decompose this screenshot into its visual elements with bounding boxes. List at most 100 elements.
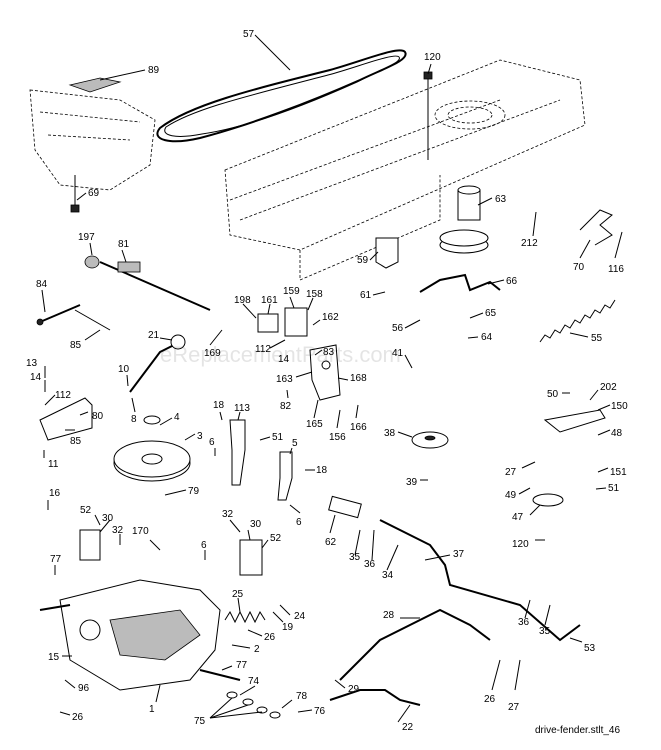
pulley-47-part xyxy=(532,493,564,507)
transmission-pulley xyxy=(113,415,191,482)
part-number: 27 xyxy=(505,467,517,478)
part-number: 38 xyxy=(384,428,396,439)
part-number: 158 xyxy=(306,289,323,300)
part-number: 30 xyxy=(250,519,262,530)
part-number: 14 xyxy=(30,372,42,383)
part-number: 29 xyxy=(348,684,360,695)
part-number: 28 xyxy=(383,610,395,621)
part-number: 83 xyxy=(323,347,335,358)
bracket-59-part xyxy=(375,237,399,269)
part-number: 170 xyxy=(132,526,149,537)
rod-clip-part xyxy=(579,209,613,246)
drive-belt xyxy=(156,49,407,143)
part-number: 34 xyxy=(382,570,394,581)
part-number: 10 xyxy=(118,364,130,375)
part-number: 59 xyxy=(357,255,369,266)
bracket-plate-30a xyxy=(79,529,101,561)
part-number: 26 xyxy=(264,632,276,643)
part-number: 48 xyxy=(611,428,623,439)
part-number: 76 xyxy=(314,706,326,717)
watermark: eReplacementParts.com xyxy=(160,342,401,367)
diagram-reference: drive-fender.stlt_46 xyxy=(535,725,620,736)
part-number: 52 xyxy=(80,505,92,516)
part-number: 22 xyxy=(402,722,414,733)
part-number: 96 xyxy=(78,683,90,694)
part-number: 35 xyxy=(539,626,551,637)
part-number: 4 xyxy=(174,412,180,423)
idler-pulley-assembly xyxy=(439,185,489,254)
part-number: 18 xyxy=(213,400,225,411)
bracket-5-part xyxy=(277,451,293,501)
part-number: 85 xyxy=(70,340,82,351)
fender-cap-part xyxy=(68,77,122,93)
part-number: 150 xyxy=(611,401,628,412)
part-number: 52 xyxy=(270,533,282,544)
part-number: 78 xyxy=(296,691,308,702)
part-number: 32 xyxy=(222,509,234,520)
bolt-part xyxy=(70,175,80,213)
part-number: 212 xyxy=(521,238,538,249)
part-number: 24 xyxy=(294,611,306,622)
part-number: 113 xyxy=(234,403,250,414)
part-number: 116 xyxy=(608,264,624,275)
part-number: 112 xyxy=(55,390,71,401)
part-number: 85 xyxy=(70,436,82,447)
part-number: 62 xyxy=(325,537,337,548)
part-number: 112 xyxy=(255,344,271,355)
shift-rod-part xyxy=(84,255,211,311)
part-number: 6 xyxy=(296,517,302,528)
part-number: 82 xyxy=(280,401,292,412)
part-number: 120 xyxy=(512,539,529,550)
part-number: 53 xyxy=(584,643,596,654)
part-number: 70 xyxy=(573,262,585,273)
part-number: 50 xyxy=(547,389,559,400)
part-number: 65 xyxy=(485,308,497,319)
part-number: 49 xyxy=(505,490,517,501)
part-number: 55 xyxy=(591,333,603,344)
part-number: 14 xyxy=(278,354,290,365)
callouts: 57 120 89 69 63 212 197 81 59 70 116 66 … xyxy=(26,29,628,733)
mount-bracket-80 xyxy=(39,397,93,441)
part-number: 5 xyxy=(292,438,298,449)
part-number: 77 xyxy=(50,554,62,565)
shaft-tube-62 xyxy=(328,495,362,519)
part-number: 18 xyxy=(316,465,328,476)
part-number: 19 xyxy=(282,622,294,633)
part-number: 63 xyxy=(495,194,507,205)
drive-pulley-38 xyxy=(411,431,449,449)
shift-lever-part xyxy=(129,334,186,393)
part-number: 79 xyxy=(188,486,200,497)
part-number: 6 xyxy=(209,437,215,448)
part-number: 32 xyxy=(112,525,124,536)
part-number: 80 xyxy=(92,411,104,422)
frame-outline xyxy=(224,59,586,281)
part-number: 166 xyxy=(350,422,367,433)
part-number: 162 xyxy=(322,312,339,323)
part-number: 163 xyxy=(276,374,293,385)
part-number: 26 xyxy=(72,712,84,723)
part-number: 36 xyxy=(364,559,376,570)
part-number: 81 xyxy=(118,239,130,250)
part-number: 51 xyxy=(608,483,620,494)
bracket-113-part xyxy=(229,419,246,486)
part-number: 16 xyxy=(49,488,61,499)
idler-arm-assembly xyxy=(257,307,341,401)
spring-25-part xyxy=(224,610,266,624)
part-number: 156 xyxy=(329,432,346,443)
part-number: 35 xyxy=(349,552,361,563)
part-number: 56 xyxy=(392,323,404,334)
part-number: 66 xyxy=(506,276,518,287)
transmission-housing xyxy=(39,579,241,691)
part-number: 159 xyxy=(283,286,300,297)
part-number: 165 xyxy=(306,419,323,430)
part-number: 11 xyxy=(48,459,59,470)
part-number: 61 xyxy=(360,290,372,301)
part-number: 15 xyxy=(48,652,60,663)
part-number: 1 xyxy=(149,704,155,715)
bracket-plate-30b xyxy=(239,539,263,576)
part-number: 13 xyxy=(26,358,38,369)
part-number: 151 xyxy=(610,467,627,478)
rod-22-part xyxy=(329,689,421,706)
part-number: 168 xyxy=(350,373,367,384)
